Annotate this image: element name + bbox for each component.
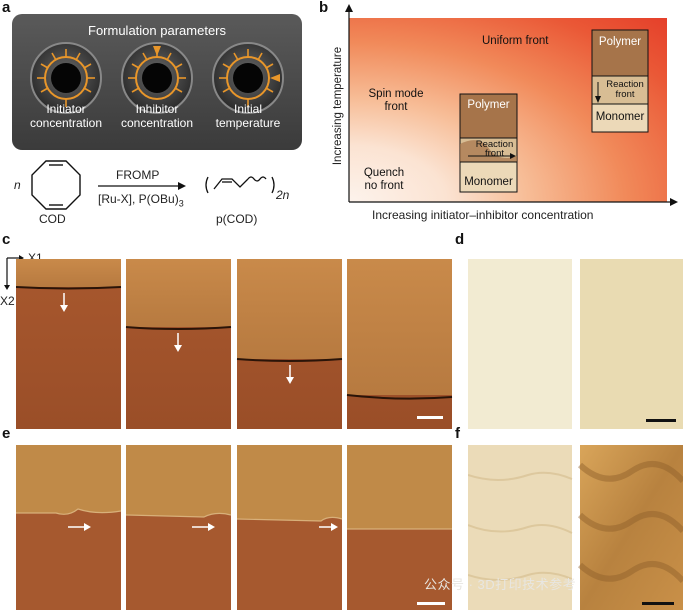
inset-left-monomer: Monomer — [464, 176, 513, 188]
phase-diagram — [345, 4, 678, 206]
f-scale-bar — [642, 602, 674, 605]
inset-right-monomer: Monomer — [595, 111, 645, 123]
inset-uniform — [591, 29, 649, 133]
d-frame-2 — [580, 259, 683, 429]
n-label: n — [14, 178, 21, 192]
formulation-title: Formulation parameters — [88, 23, 226, 38]
axis-x2: X2 — [0, 294, 15, 308]
panel-label-d: d — [455, 231, 465, 248]
f-frame-2 — [580, 445, 683, 610]
panel-label-e: e — [2, 425, 11, 442]
e-scale-bar — [417, 602, 445, 605]
reaction-scheme — [31, 160, 275, 210]
catalyst-label: [Ru-X], P(OBu)3 — [98, 192, 184, 209]
panel-label-a: a — [2, 0, 11, 16]
e-frame-1 — [16, 445, 122, 610]
inset-spin-mode — [459, 93, 518, 193]
inset-left-polymer: Polymer — [467, 99, 510, 111]
c-frame-3 — [236, 259, 343, 429]
parameter-dials — [30, 42, 284, 114]
panel-label-c: c — [2, 231, 11, 248]
panel-f-images — [468, 445, 683, 610]
panel-c-images — [16, 259, 453, 429]
watermark: 公众号 · 3D打印技术参考 — [424, 577, 577, 592]
e-frame-3 — [236, 445, 343, 610]
x-axis-label: Increasing initiator–inhibitor concentra… — [372, 208, 594, 222]
fromp-label: FROMP — [116, 168, 160, 182]
pcod-label: p(COD) — [216, 212, 258, 226]
e-frame-4 — [347, 445, 452, 610]
d-frame-1 — [468, 259, 572, 429]
panel-e-images — [16, 445, 452, 610]
y-axis-label-wrap: Increasing temperature — [331, 20, 345, 200]
inhibitor-dial-icon — [121, 42, 193, 114]
panel-label-b: b — [319, 0, 329, 16]
c-scale-bar — [417, 416, 443, 419]
formulation-parameters-panel: Formulation parameters — [12, 14, 302, 150]
temperature-dial-icon — [212, 42, 284, 114]
e-frame-2 — [125, 445, 232, 610]
product-subscript: 2n — [276, 188, 290, 202]
y-axis-label: Increasing temperature — [332, 46, 344, 166]
panel-d-images — [468, 259, 683, 429]
inset-right-polymer: Polymer — [598, 36, 642, 48]
panel-label-f: f — [455, 425, 460, 442]
initiator-dial-icon — [30, 42, 102, 114]
cod-molecule-icon — [31, 160, 81, 210]
f-frame-1 — [468, 445, 572, 610]
d-scale-bar — [646, 419, 676, 422]
c-frame-1 — [16, 259, 122, 429]
region-uniform: Uniform front — [482, 35, 549, 47]
c-frame-2 — [125, 259, 232, 429]
polymer-icon — [205, 176, 275, 194]
c-frame-4 — [346, 259, 453, 429]
cod-label: COD — [39, 212, 66, 226]
